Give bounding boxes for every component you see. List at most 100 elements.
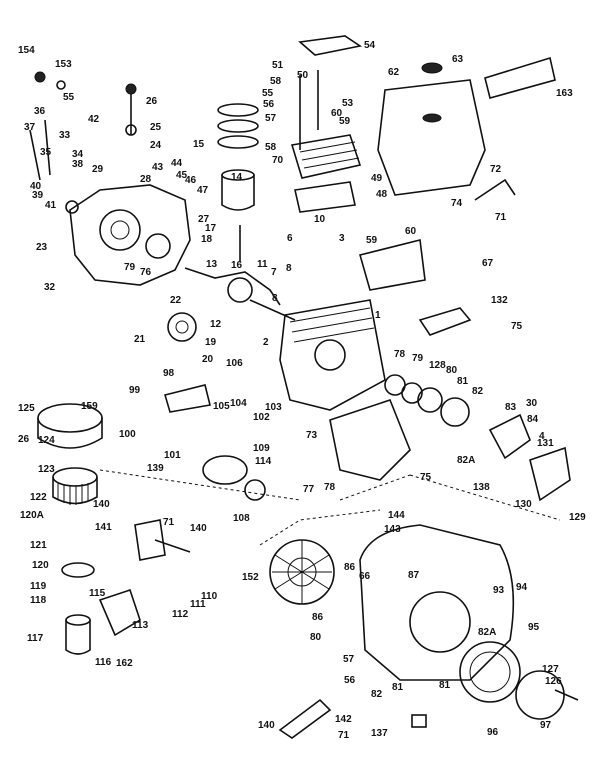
part-label-60: 74 [451,198,463,209]
part-label-49: 58 [265,142,277,153]
part-label-4: 36 [34,106,46,117]
part-label-106: 122 [30,492,47,503]
part-label-8: 25 [150,122,162,133]
part-label-52: 59 [339,116,351,127]
part-label-90: 104 [230,398,247,409]
part-label-29: 14 [231,172,243,183]
part-1-bore [314,339,346,371]
part-label-120: 109 [253,443,270,454]
part-label-1: 153 [55,59,72,70]
part-label-21: 47 [197,185,209,196]
part-21-gear-hub [175,320,189,334]
part-label-63: 6 [287,233,293,244]
part-15-ring-2 [217,119,259,133]
part-124-housing [37,418,103,449]
part-label-102: 159 [81,401,98,412]
part-label-36: 22 [170,295,182,306]
part-label-142: 81 [392,682,404,693]
part-label-113: 116 [95,657,112,668]
part-14-piston [221,175,255,211]
part-15-ring-3 [217,135,259,149]
part-label-71: 75 [511,321,523,332]
part-label-129: 143 [384,524,401,535]
part-label-70: 132 [491,295,508,306]
part-label-144: 81 [439,680,451,691]
part-label-59: 72 [490,164,502,175]
part-120-bowl [61,562,95,578]
part-label-126: 71 [163,517,175,528]
part-label-58: 163 [556,88,573,99]
part-163-decal [484,56,556,99]
part-label-133: 87 [408,570,420,581]
part-63-cap [421,62,443,74]
part-label-76: 128 [429,360,446,371]
part-label-88: 129 [569,512,586,523]
part-label-79: 82 [472,386,484,397]
part-label-83: 4 [539,431,545,442]
part-14-piston-top [221,169,255,181]
part-label-147: 97 [540,720,552,731]
part-label-16: 41 [45,200,57,211]
part-label-10: 34 [72,149,84,160]
part-label-27: 76 [140,267,152,278]
part-label-5: 37 [24,122,36,133]
part-label-64: 3 [339,233,345,244]
part-154 [34,71,46,83]
part-label-92: 102 [253,412,270,423]
part-label-80: 83 [505,402,517,413]
part-label-77: 80 [446,365,458,376]
part-label-40: 19 [205,337,217,348]
part-label-151: 71 [338,730,350,741]
part-98-plate [163,384,211,413]
part-label-119: 110 [201,591,218,602]
part-label-124: 140 [93,499,110,510]
part-label-97: 98 [163,368,175,379]
part-62-filler [422,113,442,123]
part-label-13: 29 [92,164,104,175]
part-label-100: 101 [164,450,181,461]
part-label-108: 121 [30,540,47,551]
part-label-48: 57 [265,113,277,124]
part-62-fuel-tank [377,79,486,196]
part-drawings [29,35,579,739]
part-87-blower-housing [359,524,515,681]
part-label-141: 82 [371,689,383,700]
part-label-134: 94 [516,582,528,593]
part-87-screen [409,591,471,653]
part-48-gasket [294,181,356,213]
part-label-19: 45 [176,170,188,181]
part-label-91: 103 [265,402,282,413]
part-label-87: 130 [515,499,532,510]
part-label-68: 67 [482,258,494,269]
part-label-152: 137 [371,728,388,739]
part-label-104: 124 [38,435,55,446]
part-41 [65,200,79,214]
part-label-62: 10 [314,214,326,225]
part-label-0: 154 [18,45,35,56]
part-132-bracket [418,307,472,336]
part-79 [401,382,423,404]
part-label-11: 38 [72,159,84,170]
part-127 [554,689,579,701]
part-label-61: 71 [495,212,507,223]
part-label-94: 75 [420,472,432,483]
part-141-gasket [134,519,166,561]
part-label-139: 57 [343,654,355,665]
part-label-69: 1 [375,310,381,321]
part-label-72: 2 [263,337,269,348]
part-72-bracket [474,178,516,201]
part-123-pleats [57,482,89,505]
part-54-plate [298,35,363,56]
part-11-rod-end [227,277,253,303]
part-label-45: 58 [270,76,282,87]
part-label-115: 113 [132,620,149,631]
part-label-42: 54 [364,40,376,51]
part-label-22: 28 [140,174,152,185]
part-51-bolts [299,70,319,150]
part-label-89: 105 [213,401,230,412]
part-140-stud [154,539,191,553]
part-label-127: 140 [190,523,207,534]
part-81 [440,397,470,427]
part-label-18: 44 [171,158,183,169]
